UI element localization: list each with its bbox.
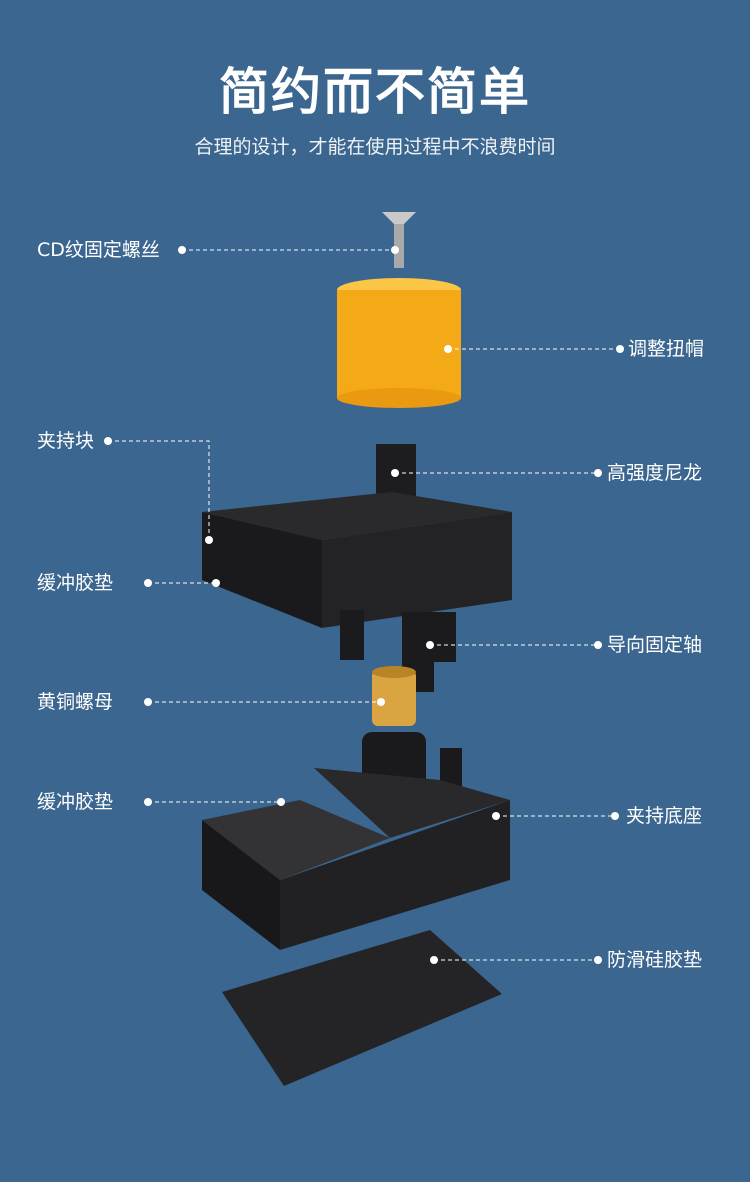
- clamp-block-part: [202, 444, 512, 692]
- brass-nut-part: [372, 666, 416, 726]
- leader-dots: [104, 246, 624, 964]
- silicone-pad-part: [222, 930, 502, 1086]
- page-subtitle: 合理的设计，才能在使用过程中不浪费时间: [194, 136, 556, 158]
- clamp-base-part: [202, 732, 510, 950]
- label-cushion-top: 缓冲胶垫: [37, 572, 114, 594]
- cd-screw-part: [382, 212, 416, 268]
- page-title: 简约而不简单: [219, 63, 531, 121]
- label-guide-shaft: 导向固定轴: [607, 634, 703, 656]
- label-knob: 调整扭帽: [628, 338, 705, 360]
- label-brass-nut: 黄铜螺母: [37, 691, 114, 713]
- knob-part: [337, 278, 461, 408]
- label-silicone-pad: 防滑硅胶垫: [607, 949, 703, 971]
- label-cushion-bottom: 缓冲胶垫: [37, 791, 114, 813]
- label-cd-screw: CD纹固定螺丝: [37, 239, 160, 261]
- label-nylon: 高强度尼龙: [607, 462, 703, 484]
- leader-lines: [108, 249, 620, 961]
- label-clamp-block: 夹持块: [37, 430, 95, 452]
- label-clamp-base: 夹持底座: [626, 805, 703, 827]
